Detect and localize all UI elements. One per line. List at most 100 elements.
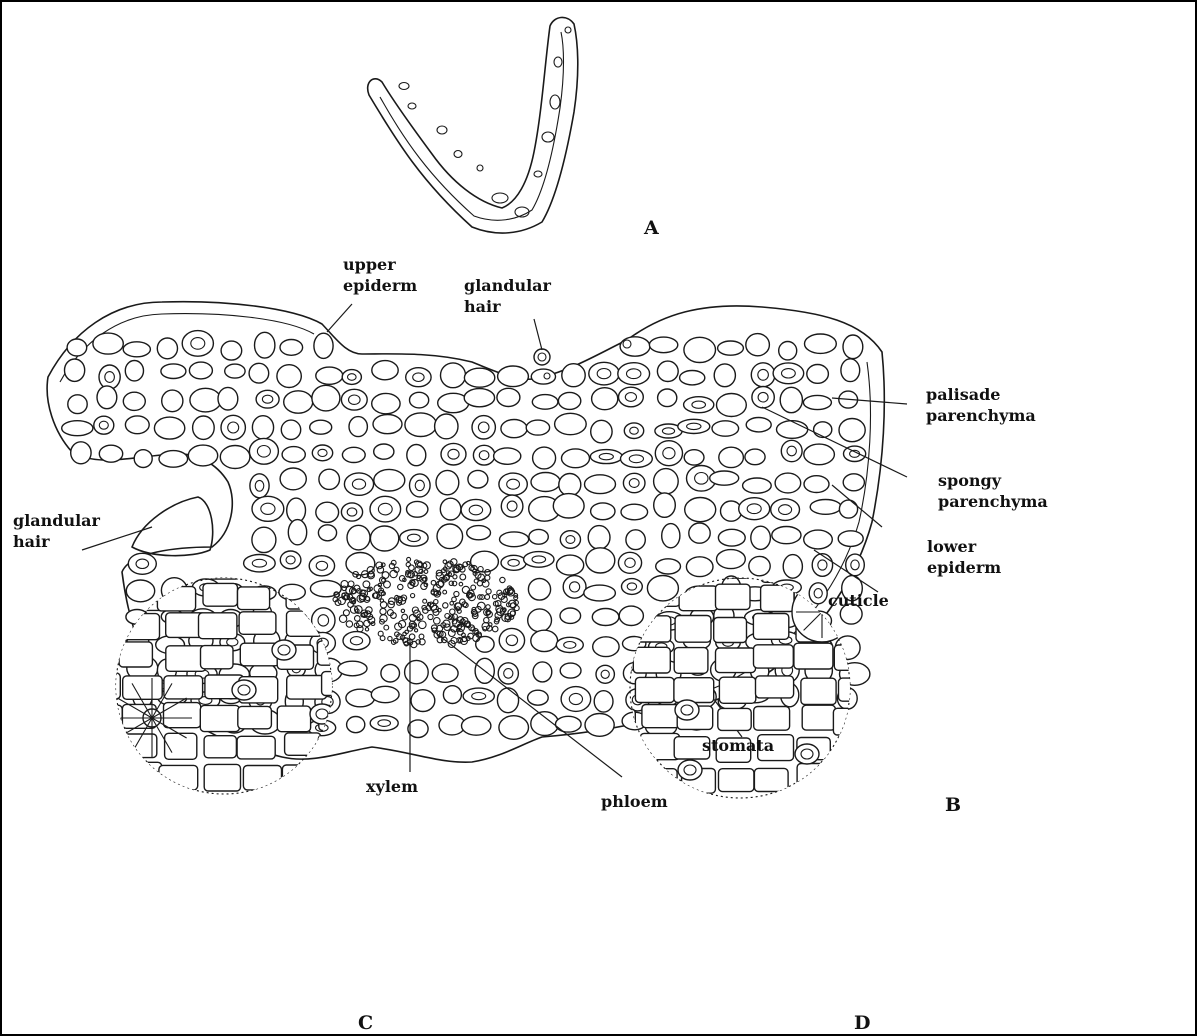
parenchyma-cell [812,554,832,577]
parenchyma-cell [689,523,710,543]
parenchyma-cell [255,332,275,358]
parenchyma-cell [618,363,650,385]
parenchyma-cell [718,341,744,355]
parenchyma-cell [310,580,341,596]
parenchyma-cell [555,413,587,434]
parenchyma-cell [314,333,333,358]
panel-label-c: C [358,1012,373,1034]
vascular-element [492,626,498,632]
parenchyma-cell [341,389,367,410]
parenchyma-cell [443,686,461,704]
vascular-element [486,605,490,609]
parenchyma-cell [405,413,437,437]
parenchyma-cell [123,342,150,357]
epidermal-cell [674,678,714,703]
parenchyma-cell [128,553,156,574]
parenchyma-cell [592,609,619,626]
parenchyma-cell [717,394,747,417]
parenchyma-cell [589,362,619,385]
epidermal-cell [602,767,637,794]
parenchyma-cell [347,525,370,550]
parenchyma-cell [282,447,305,463]
parenchyma-cell [381,664,400,682]
epidermal-cell [675,616,711,643]
epidermal-cell [840,733,877,759]
parenchyma-cell [596,665,614,683]
parenchyma-cell [441,363,466,388]
epidermal-cell [79,613,118,636]
parenchyma-cell [498,663,518,684]
parenchyma-cell [341,503,362,521]
parenchyma-cell [841,359,860,382]
vascular-element [443,590,447,594]
parenchyma-cell [772,527,801,544]
parenchyma-cell [717,550,746,569]
parenchyma-cell [532,395,558,410]
vascular-element [486,589,491,594]
parenchyma-cell [585,714,614,737]
parenchyma-cell [804,476,829,493]
parenchyma-cell [749,556,770,575]
parenchyma-cell [838,531,863,547]
vascular-element [455,603,461,609]
parenchyma-cell [440,498,461,520]
parenchyma-cell [411,690,435,712]
parenchyma-cell [718,529,745,546]
vascular-element [431,591,434,594]
parenchyma-cell [310,420,332,434]
vascular-element [488,623,492,627]
label-stomata: stomata [702,736,774,755]
parenchyma-cell [319,469,340,489]
vascular-element [390,570,397,577]
epidermal-cell [754,768,788,791]
vascular-element [409,634,415,640]
epidermal-cell [638,769,677,794]
parenchyma-cell [680,371,705,385]
parenchyma-cell [499,532,528,547]
vascular-element [409,614,416,621]
parenchyma-cell [531,369,555,384]
parenchyma-cell [280,468,306,490]
epidermal-cell [277,706,310,732]
epidermal-cell [754,707,790,731]
parenchyma-cell [410,392,429,408]
stoma [675,700,699,720]
parenchyma-cell [312,385,340,411]
parenchyma-cell [751,526,771,549]
parenchyma-cell [779,342,797,360]
vascular-element [471,585,476,590]
parenchyma-cell [658,389,677,407]
epidermal-cell [79,734,116,756]
parenchyma-cell [370,716,398,731]
parenchyma-cell [529,529,548,544]
parenchyma-cell [162,390,183,412]
parenchyma-cell [498,366,529,387]
parenchyma-cell [436,470,459,494]
vascular-element [338,597,345,604]
epidermal-cell [754,645,794,668]
parenchyma-cell [252,496,284,521]
parenchyma-cell [553,494,584,518]
parenchyma-cell [622,579,643,595]
vascular-element [380,615,387,622]
vascular-element [402,614,408,620]
parenchyma-cell [621,450,653,467]
parenchyma-cell [807,365,829,384]
parenchyma-cell [249,438,278,464]
parenchyma-cell [526,420,549,435]
vascular-element [452,597,457,602]
parenchyma-cell [373,415,402,434]
parenchyma-cell [437,524,463,549]
parenchyma-cell [125,416,149,434]
epidermal-cell [801,678,836,704]
parenchyma-cell [533,662,552,682]
parenchyma-cell [777,421,808,439]
panel-label-a: A [643,217,659,239]
vascular-element [382,578,386,582]
parenchyma-cell [372,361,398,380]
epidermal-cell [120,734,157,758]
parenchyma-cell [814,422,832,438]
parenchyma-cell [65,359,85,381]
parenchyma-cell [678,419,710,433]
